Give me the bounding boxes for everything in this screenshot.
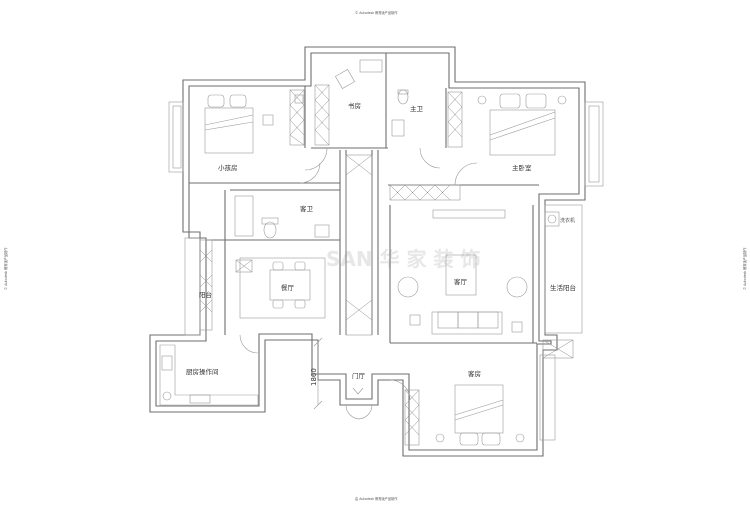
footer-text: 由 Autodesk 教育版产品制作 [355,496,398,501]
washer-label: 洗衣机 [560,217,575,224]
watermark: SAN 华 家 装 饰 [326,247,480,271]
room-label-foyer: 门厅 [352,371,366,380]
living-room-furniture [397,209,528,335]
entry-arrow-icon [352,387,364,395]
kitchen-counter [159,344,259,406]
room-label-balcony: 阳台 [199,290,212,299]
dimension-value: 1860 [310,368,318,386]
dimension-line: 1860 [310,337,323,410]
bathroom-fixtures [234,89,409,239]
side-left-text: © Autodesk 教育版产品制作 [3,247,8,290]
nightstands [262,94,567,443]
room-label-guest-room: 客房 [468,369,481,378]
study-furniture [335,59,383,89]
dining-table [239,257,326,319]
room-label-master-bedroom: 主卧室 [512,163,532,172]
room-label-kitchen: 厨房操作间 [186,367,219,376]
beds [204,93,556,446]
bay-windows [168,101,604,441]
side-right-text: © Autodesk 教育版产品制作 [742,247,747,290]
doors [239,147,478,420]
interior-walls [189,53,539,344]
room-label-dining: 餐厅 [281,283,295,292]
wardrobes [199,84,463,446]
room-label-service-balcony: 生活阳台 [550,283,576,292]
room-label-master-bath: 主卫 [410,104,424,113]
header-text: © Autodesk 教育版产品制作 [355,10,398,15]
room-label-small-bedroom: 小孩房 [218,163,238,172]
room-label-guest-bath: 客卫 [300,204,314,213]
room-label-living: 客厅 [454,277,468,286]
room-label-study: 书房 [348,101,361,110]
washer [542,211,574,359]
